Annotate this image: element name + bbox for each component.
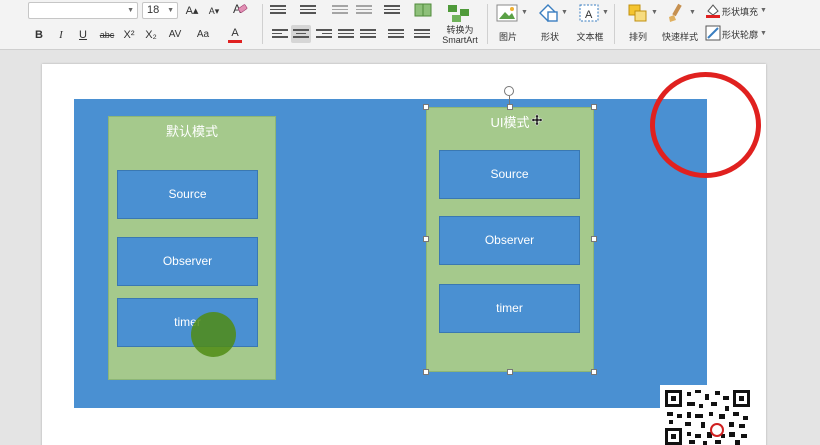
svg-text:A: A xyxy=(585,9,593,21)
arrange-label[interactable]: 排列 xyxy=(628,32,647,42)
resize-handle-e[interactable] xyxy=(591,236,597,242)
textbox-label[interactable]: 文本框 xyxy=(576,32,604,42)
justify-icon[interactable] xyxy=(338,29,354,41)
ribbon-toolbar: ▼ 18 ▼ A▴ A▾ A B I U abc X² X₂ AV Aa A xyxy=(0,0,820,50)
smartart-icon[interactable] xyxy=(446,3,472,28)
align-text-icon[interactable] xyxy=(414,29,430,41)
subscript-button[interactable]: X₂ xyxy=(145,29,157,41)
quick-styles-label[interactable]: 快速样式 xyxy=(662,32,699,42)
picture-label[interactable]: 图片 xyxy=(498,32,517,42)
chevron-down-icon[interactable]: ▼ xyxy=(561,9,568,16)
font-name-field[interactable]: ▼ xyxy=(28,2,138,19)
font-size-value: 18 xyxy=(147,4,160,16)
align-left-icon[interactable] xyxy=(272,29,288,41)
panel-title: 默认模式 xyxy=(165,124,218,139)
text-direction-icon[interactable] xyxy=(388,29,404,41)
separator xyxy=(262,4,263,44)
increase-indent-icon[interactable] xyxy=(356,5,372,17)
arrange-icon[interactable] xyxy=(627,3,649,28)
font-color-button[interactable]: A xyxy=(226,24,244,43)
align-center-icon xyxy=(293,29,309,41)
picture-icon[interactable] xyxy=(496,4,518,27)
resize-handle-nw[interactable] xyxy=(423,104,429,110)
separator xyxy=(614,4,615,44)
move-cursor-icon xyxy=(531,114,543,126)
bold-button[interactable]: B xyxy=(35,29,43,41)
resize-handle-se[interactable] xyxy=(591,369,597,375)
timer-block[interactable]: timer xyxy=(117,298,258,347)
resize-handle-n[interactable] xyxy=(507,104,513,110)
observer-block[interactable]: Observer xyxy=(117,237,258,286)
shape-outline-icon[interactable] xyxy=(705,25,721,46)
qr-code-image xyxy=(660,385,755,445)
change-case-button[interactable]: Aa xyxy=(196,29,210,40)
qr-code-graphic xyxy=(665,390,750,445)
resize-handle-w[interactable] xyxy=(423,236,429,242)
chevron-down-icon[interactable]: ▼ xyxy=(521,9,528,16)
shape-outline-label[interactable]: 形状轮廓 xyxy=(722,30,759,40)
chevron-down-icon: ▼ xyxy=(127,7,134,14)
resize-handle-s[interactable] xyxy=(507,369,513,375)
source-block[interactable]: Source xyxy=(439,150,580,199)
quick-styles-icon[interactable] xyxy=(665,3,687,28)
font-color-bar xyxy=(228,40,242,43)
superscript-button[interactable]: X² xyxy=(123,29,135,41)
svg-text:A: A xyxy=(233,2,241,16)
chevron-down-icon: ▼ xyxy=(167,7,174,14)
align-right-icon[interactable] xyxy=(316,29,332,41)
bullets-icon[interactable] xyxy=(270,5,286,17)
chevron-down-icon[interactable]: ▼ xyxy=(760,7,767,14)
panel-title: UI模式 xyxy=(490,115,530,130)
underline-button[interactable]: U xyxy=(79,29,87,41)
numbering-icon[interactable] xyxy=(300,5,316,17)
eraser-icon: A xyxy=(233,2,248,16)
char-spacing-button[interactable]: AV xyxy=(168,29,182,40)
align-center-button[interactable] xyxy=(291,25,311,43)
shape-fill-icon[interactable] xyxy=(705,2,721,23)
chevron-down-icon[interactable]: ▼ xyxy=(602,9,609,16)
observer-block[interactable]: Observer xyxy=(439,216,580,265)
resize-handle-sw[interactable] xyxy=(423,369,429,375)
columns-icon[interactable] xyxy=(414,3,432,22)
rotation-handle-stem xyxy=(509,96,510,104)
distribute-icon[interactable] xyxy=(360,29,376,41)
shapes-icon[interactable] xyxy=(537,3,559,28)
shape-fill-label[interactable]: 形状填充 xyxy=(722,7,759,17)
resize-handle-ne[interactable] xyxy=(591,104,597,110)
source-block[interactable]: Source xyxy=(117,170,258,219)
convert-smartart-label[interactable]: 转换为 SmartArt xyxy=(440,25,480,45)
grow-font-button[interactable]: A▴ xyxy=(185,5,199,17)
font-size-field[interactable]: 18 ▼ xyxy=(142,2,178,19)
font-color-letter: A xyxy=(231,27,239,39)
chevron-down-icon[interactable]: ▼ xyxy=(651,9,658,16)
decrease-indent-icon[interactable] xyxy=(332,5,348,17)
line-spacing-icon[interactable] xyxy=(384,5,400,17)
separator xyxy=(487,4,488,44)
chevron-down-icon[interactable]: ▼ xyxy=(760,30,767,37)
convert-smartart-line1: 转换为 xyxy=(446,25,474,35)
shapes-label[interactable]: 形状 xyxy=(540,32,559,42)
pointer-highlight xyxy=(191,312,236,357)
annotation-circle xyxy=(650,72,761,178)
strikethrough-button[interactable]: abc xyxy=(99,30,115,40)
convert-smartart-line2: SmartArt xyxy=(442,35,478,45)
shrink-font-button[interactable]: A▾ xyxy=(208,6,220,16)
timer-block[interactable]: timer xyxy=(439,284,580,333)
chevron-down-icon[interactable]: ▼ xyxy=(689,9,696,16)
italic-button[interactable]: I xyxy=(59,29,63,41)
rotation-handle[interactable] xyxy=(504,86,514,96)
textbox-icon[interactable]: A xyxy=(578,3,600,28)
clear-format-button[interactable]: A xyxy=(230,1,250,19)
